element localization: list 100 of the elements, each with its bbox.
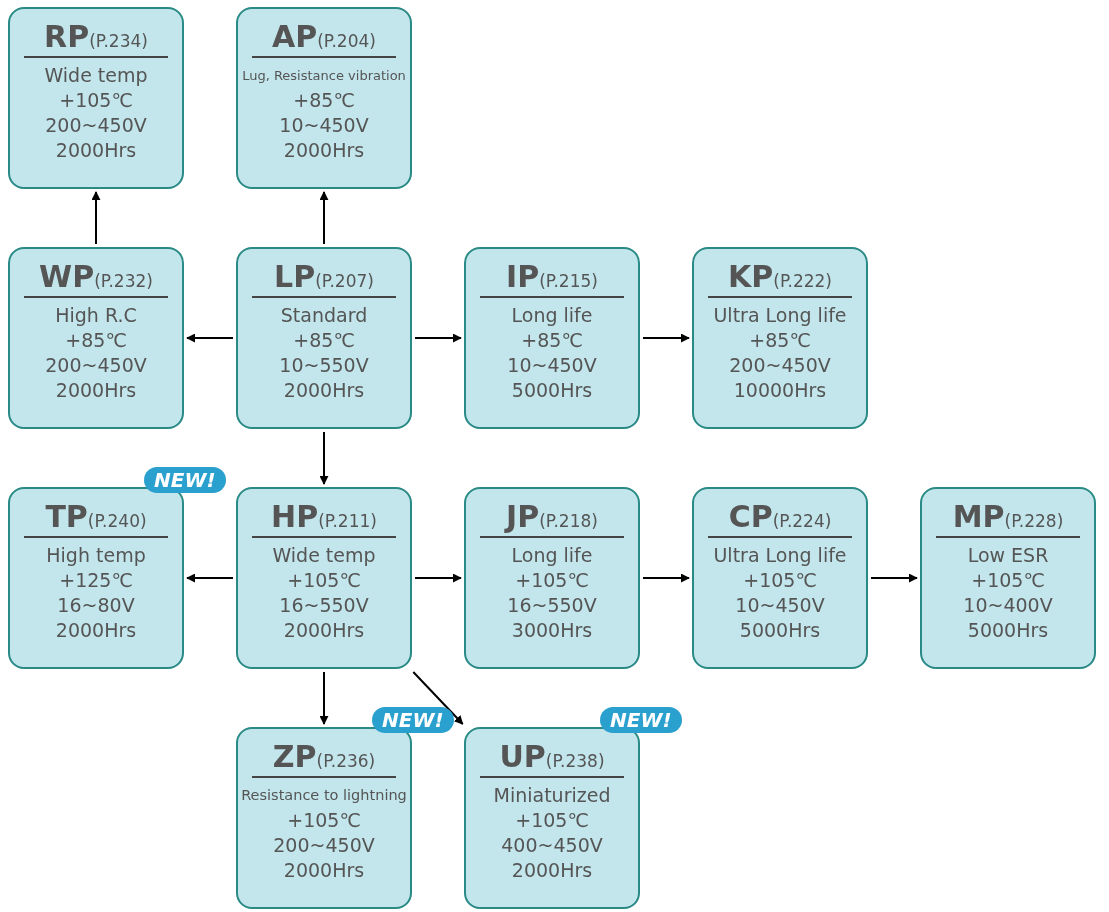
page-reference: (P.228) (1004, 511, 1064, 531)
series-code: TP (45, 499, 88, 534)
arrow (319, 191, 329, 245)
spec-text: 10~450V (507, 353, 597, 378)
arrow (186, 333, 234, 343)
series-box (8, 247, 184, 429)
series-code: LP (274, 259, 316, 294)
page-reference: (P.218) (539, 511, 598, 531)
spec-text: +105℃ (515, 808, 589, 833)
feature-text: Ultra Long life (713, 543, 847, 568)
feature-text: Resistance to lightning (241, 786, 407, 805)
arrow (91, 191, 101, 245)
arrow (642, 333, 690, 343)
feature-text: Lug, Resistance vibration (242, 67, 406, 85)
spec-text: +85℃ (293, 328, 355, 353)
series-code: ZP (272, 739, 317, 774)
series-box (464, 487, 640, 669)
series-box (464, 247, 640, 429)
feature-text: Miniaturized (493, 783, 611, 808)
spec-text: 10~450V (735, 593, 825, 618)
arrow (319, 431, 329, 485)
spec-text: 2000Hrs (283, 378, 365, 403)
arrow (414, 333, 462, 343)
spec-text: 2000Hrs (55, 378, 137, 403)
feature-text: Standard (280, 303, 368, 328)
series-box (236, 727, 412, 909)
series-code: RP (44, 19, 90, 54)
feature-text: Wide temp (272, 543, 376, 568)
spec-text: 5000Hrs (739, 618, 821, 643)
spec-text: +105℃ (59, 88, 133, 113)
spec-text: 2000Hrs (511, 858, 593, 883)
spec-text: 10~450V (279, 113, 369, 138)
series-box (8, 487, 184, 669)
series-box (236, 487, 412, 669)
arrow (412, 671, 464, 725)
series-code: UP (499, 739, 546, 774)
feature-text: Long life (511, 543, 593, 568)
spec-text: 5000Hrs (967, 618, 1049, 643)
series-box (236, 7, 412, 189)
page-reference: (P.215) (539, 271, 598, 291)
new-badge: NEW! (144, 467, 226, 493)
series-box (8, 7, 184, 189)
page-reference: (P.207) (315, 271, 374, 291)
spec-text: 2000Hrs (283, 138, 365, 163)
arrow (642, 573, 690, 583)
spec-text: 200~450V (273, 833, 375, 858)
feature-text: Wide temp (44, 63, 148, 88)
spec-text: +105℃ (971, 568, 1045, 593)
spec-text: 3000Hrs (511, 618, 593, 643)
series-code: AP (272, 19, 318, 54)
page-reference: (P.232) (94, 271, 153, 291)
spec-text: 5000Hrs (511, 378, 593, 403)
spec-text: 10~550V (279, 353, 369, 378)
page-reference: (P.240) (87, 511, 147, 531)
arrow (186, 573, 234, 583)
feature-text: High temp (46, 543, 146, 568)
spec-text: 16~80V (57, 593, 135, 618)
feature-text: Ultra Long life (713, 303, 847, 328)
page-reference: (P.204) (317, 31, 376, 51)
feature-text: High R.C (55, 303, 137, 328)
spec-text: +85℃ (293, 88, 355, 113)
spec-text: 200~450V (729, 353, 831, 378)
spec-text: +105℃ (515, 568, 589, 593)
page-reference: (P.222) (773, 271, 832, 291)
new-badge: NEW! (600, 707, 682, 733)
series-box (920, 487, 1096, 669)
spec-text: 16~550V (507, 593, 597, 618)
arrow (870, 573, 918, 583)
spec-text: 400~450V (501, 833, 603, 858)
spec-text: 200~450V (45, 113, 147, 138)
spec-text: +105℃ (287, 568, 361, 593)
spec-text: +105℃ (743, 568, 817, 593)
spec-text: 2000Hrs (283, 858, 365, 883)
series-box (692, 487, 868, 669)
feature-text: Low ESR (967, 543, 1049, 568)
series-code: WP (39, 259, 95, 294)
series-code: KP (728, 259, 774, 294)
spec-text: +125℃ (59, 568, 133, 593)
arrow (319, 671, 329, 725)
spec-text: 10000Hrs (733, 378, 827, 403)
spec-text: +85℃ (65, 328, 127, 353)
series-code: CP (728, 499, 773, 534)
page-reference: (P.236) (316, 751, 376, 771)
arrow (414, 573, 462, 583)
new-badge: NEW! (372, 707, 454, 733)
series-box (464, 727, 640, 909)
feature-text: Long life (511, 303, 593, 328)
series-code: MP (952, 499, 1005, 534)
spec-text: +85℃ (521, 328, 583, 353)
series-box (236, 247, 412, 429)
spec-text: +85℃ (749, 328, 811, 353)
page-reference: (P.238) (545, 751, 605, 771)
page-reference: (P.234) (89, 31, 148, 51)
page-reference: (P.211) (318, 511, 377, 531)
spec-text: 2000Hrs (55, 618, 137, 643)
spec-text: 10~400V (963, 593, 1053, 618)
spec-text: 16~550V (279, 593, 369, 618)
spec-text: 2000Hrs (55, 138, 137, 163)
spec-text: +105℃ (287, 808, 361, 833)
series-code: IP (506, 259, 540, 294)
